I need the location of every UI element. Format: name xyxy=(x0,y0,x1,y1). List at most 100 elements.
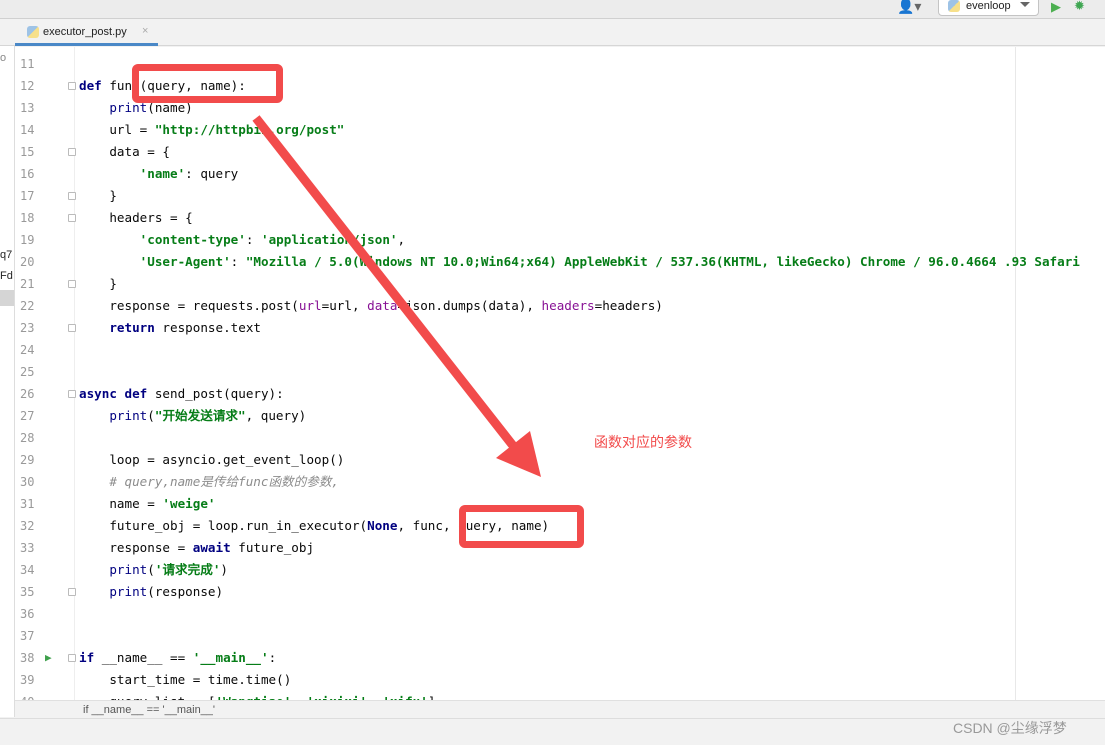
line-number[interactable]: 21 xyxy=(20,277,35,291)
code-line[interactable]: 28 xyxy=(15,427,1105,449)
code-token: response = requests.post( xyxy=(79,298,299,313)
code-token: loop = asyncio.get_event_loop() xyxy=(79,452,345,467)
code-line[interactable]: 38▶if __name__ == '__main__': xyxy=(15,647,1105,669)
fold-icon[interactable] xyxy=(68,324,76,332)
line-number[interactable]: 18 xyxy=(20,211,35,225)
code-token: 'name' xyxy=(139,166,186,181)
line-number[interactable]: 15 xyxy=(20,145,35,159)
code-line[interactable]: 22 response = requests.post(url=url, dat… xyxy=(15,295,1105,317)
line-number[interactable]: 39 xyxy=(20,673,35,687)
line-number[interactable]: 28 xyxy=(20,431,35,445)
line-number[interactable]: 24 xyxy=(20,343,35,357)
fold-icon[interactable] xyxy=(68,148,76,156)
code-line[interactable]: 21 } xyxy=(15,273,1105,295)
line-number[interactable]: 29 xyxy=(20,453,35,467)
code-line[interactable]: 24 xyxy=(15,339,1105,361)
code-token: def xyxy=(79,78,110,93)
code-line[interactable]: 34 print('请求完成') xyxy=(15,559,1105,581)
line-number[interactable]: 32 xyxy=(20,519,35,533)
code-text: data = { xyxy=(79,141,170,163)
line-number[interactable]: 11 xyxy=(20,57,35,71)
fold-icon[interactable] xyxy=(68,588,76,596)
line-number[interactable]: 12 xyxy=(20,79,35,93)
code-line[interactable]: 27 print("开始发送请求", query) xyxy=(15,405,1105,427)
line-number[interactable]: 14 xyxy=(20,123,35,137)
fold-icon[interactable] xyxy=(68,280,76,288)
fold-icon[interactable] xyxy=(68,654,76,662)
code-line[interactable]: 39 start_time = time.time() xyxy=(15,669,1105,691)
code-line[interactable]: 13 print(name) xyxy=(15,97,1105,119)
fold-icon[interactable] xyxy=(68,82,76,90)
code-line[interactable]: 17 } xyxy=(15,185,1105,207)
code-line[interactable]: 29 loop = asyncio.get_event_loop() xyxy=(15,449,1105,471)
code-token: "开始发送请求" xyxy=(154,408,246,423)
selected-row[interactable] xyxy=(0,290,14,306)
code-line[interactable]: 23 return response.text xyxy=(15,317,1105,339)
run-config-select[interactable]: evenloop xyxy=(938,0,1039,16)
code-line[interactable]: 15 data = { xyxy=(15,141,1105,163)
line-number[interactable]: 26 xyxy=(20,387,35,401)
run-gutter-icon[interactable]: ▶ xyxy=(45,651,52,664)
code-token: data = { xyxy=(79,144,170,159)
code-token: 'xixixi' xyxy=(306,694,367,700)
user-icon[interactable]: 👤▾ xyxy=(897,0,922,14)
line-number[interactable]: 13 xyxy=(20,101,35,115)
line-number[interactable]: 30 xyxy=(20,475,35,489)
code-line[interactable]: 30 # query,name是传给func函数的参数, xyxy=(15,471,1105,493)
code-line[interactable]: 35 print(response) xyxy=(15,581,1105,603)
close-icon[interactable]: × xyxy=(142,25,149,37)
line-number[interactable]: 19 xyxy=(20,233,35,247)
code-text: loop = asyncio.get_event_loop() xyxy=(79,449,344,471)
code-line[interactable]: 36 xyxy=(15,603,1105,625)
line-number[interactable]: 36 xyxy=(20,607,35,621)
fold-icon[interactable] xyxy=(68,390,76,398)
sidebar-fragment[interactable]: Fd xyxy=(0,270,13,282)
run-icon[interactable]: ▶ xyxy=(1051,0,1061,14)
code-line[interactable]: 14 url = "http://httpbin.org/post" xyxy=(15,119,1105,141)
arrow-head xyxy=(496,431,541,477)
fold-icon[interactable] xyxy=(68,192,76,200)
sidebar-fragment[interactable]: o xyxy=(0,52,7,64)
code-token: print xyxy=(109,584,148,599)
code-token: 'xifu' xyxy=(382,694,428,700)
line-number[interactable]: 22 xyxy=(20,299,35,313)
code-text: url = "http://httpbin.org/post" xyxy=(79,119,344,141)
line-number[interactable]: 31 xyxy=(20,497,35,511)
code-line[interactable]: 40 query_list = ['Wangtiao', 'xixixi', '… xyxy=(15,691,1105,700)
breadcrumb[interactable]: if __name__ == '__main__' xyxy=(15,700,1105,718)
python-file-icon xyxy=(27,26,39,38)
line-number[interactable]: 16 xyxy=(20,167,35,181)
code-line[interactable]: 16 'name': query xyxy=(15,163,1105,185)
code-token: ) xyxy=(220,562,228,577)
code-line[interactable]: 19 'content-type': 'application/json', xyxy=(15,229,1105,251)
line-number[interactable]: 38 xyxy=(20,651,35,665)
tab-executor-post[interactable]: executor_post.py× xyxy=(15,20,158,46)
line-number[interactable]: 17 xyxy=(20,189,35,203)
line-number[interactable]: 37 xyxy=(20,629,35,643)
line-number[interactable]: 40 xyxy=(20,691,40,700)
code-line[interactable]: 37 xyxy=(15,625,1105,647)
code-line[interactable]: 18 headers = { xyxy=(15,207,1105,229)
code-text: } xyxy=(79,185,117,207)
fold-icon[interactable] xyxy=(68,214,76,222)
sidebar-fragment[interactable]: q7 xyxy=(0,249,13,261)
code-line[interactable]: 32 future_obj = loop.run_in_executor(Non… xyxy=(15,515,1105,537)
line-number[interactable]: 33 xyxy=(20,541,35,555)
line-number[interactable]: 34 xyxy=(20,563,35,577)
code-line[interactable]: 11 xyxy=(15,53,1105,75)
line-number[interactable]: 25 xyxy=(20,365,35,379)
code-line[interactable]: 25 xyxy=(15,361,1105,383)
code-line[interactable]: 31 name = 'weige' xyxy=(15,493,1105,515)
code-text: print(response) xyxy=(79,581,223,603)
line-number[interactable]: 20 xyxy=(20,255,35,269)
right-margin-guide xyxy=(1015,47,1016,700)
line-number[interactable]: 27 xyxy=(20,409,35,423)
code-text: return response.text xyxy=(79,317,261,339)
line-number[interactable]: 23 xyxy=(20,321,35,335)
line-number[interactable]: 35 xyxy=(20,585,35,599)
debug-icon[interactable]: ✹ xyxy=(1074,0,1085,13)
code-line[interactable]: 33 response = await future_obj xyxy=(15,537,1105,559)
